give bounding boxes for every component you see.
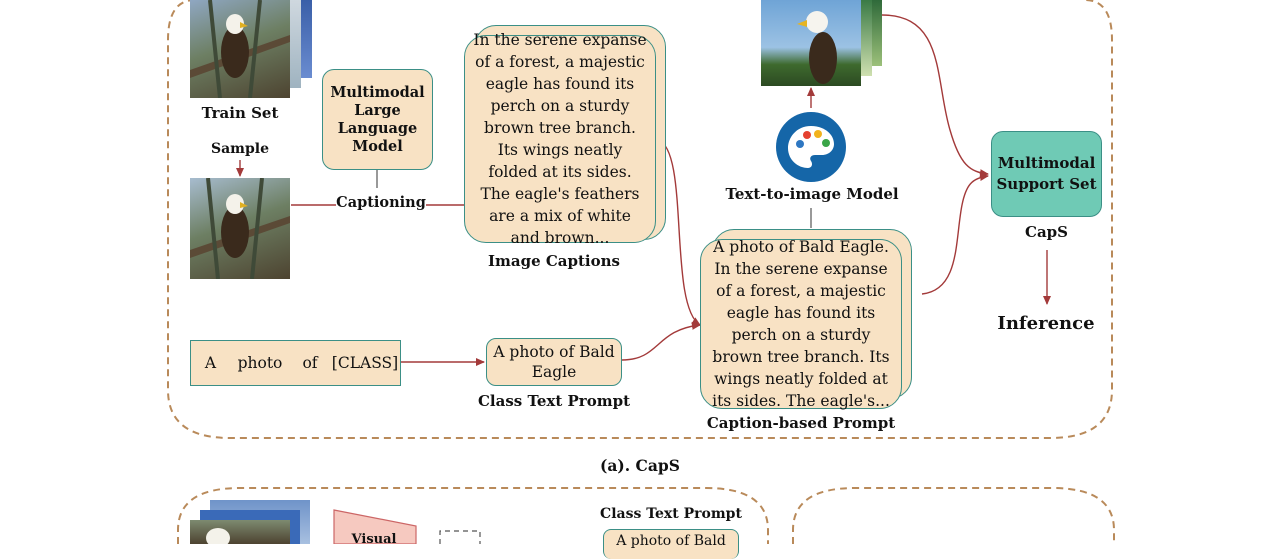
diagram-connectors xyxy=(167,0,1115,544)
train-set-label: Train Set xyxy=(201,104,279,122)
image-caption-text: In the serene expanse of a forest, a maj… xyxy=(473,31,647,247)
caps-label: CapS xyxy=(1025,223,1068,241)
template-token-of: of xyxy=(290,340,331,386)
caption-prompt-text: A photo of Bald Eagle. In the serene exp… xyxy=(712,238,890,410)
class-prompt-text: A photo of Bald Eagle xyxy=(493,343,615,381)
panel-a-frame xyxy=(167,0,1113,439)
panel-c-frame xyxy=(792,487,1115,544)
image-captions-label: Image Captions xyxy=(488,252,620,270)
captioning-label: Captioning xyxy=(336,194,426,211)
template-token-text: A xyxy=(204,354,217,372)
class-to-prompt-arrow xyxy=(621,321,701,361)
template-token-photo: photo xyxy=(230,340,291,386)
template-token-class: [CLASS] xyxy=(330,340,401,386)
mllm-box: Multimodal Large Language Model xyxy=(322,69,433,170)
support-set-label: Multimodal Support Set xyxy=(996,154,1097,193)
generated-image xyxy=(761,0,861,86)
bottom-image xyxy=(190,520,290,544)
bottom-class-prompt-label: Class Text Prompt xyxy=(600,506,742,522)
bottom-class-prompt-text: A photo of Bald xyxy=(616,533,726,549)
eagle-photo-icon xyxy=(190,0,290,98)
prompt-to-support-arrow xyxy=(921,173,989,295)
eagle-photo-icon xyxy=(206,528,230,544)
sample-image xyxy=(190,178,290,279)
template-token-text: photo xyxy=(237,354,283,372)
caption-prompt-label: Caption-based Prompt xyxy=(706,414,896,432)
caption-to-prompt-arrow xyxy=(657,139,701,326)
bottom-class-prompt-box: A photo of Bald xyxy=(603,529,739,559)
palette-icon xyxy=(776,112,846,182)
visual-label: Visual xyxy=(351,532,397,547)
template-token-text: [CLASS] xyxy=(331,354,399,372)
train-set-image xyxy=(190,0,290,98)
inference-label: Inference xyxy=(997,313,1095,334)
eagle-photo-icon xyxy=(190,178,290,279)
visual-encoder-shape xyxy=(333,509,417,544)
image-to-support-arrow xyxy=(881,14,989,178)
class-prompt-box: A photo of Bald Eagle xyxy=(486,338,622,386)
class-prompt-label: Class Text Prompt xyxy=(477,392,631,410)
mllm-label: Multimodal Large Language Model xyxy=(330,83,425,155)
template-token-a: A xyxy=(190,340,231,386)
image-caption-card: In the serene expanse of a forest, a maj… xyxy=(464,31,656,247)
eagle-photo-icon xyxy=(797,11,837,84)
sample-label: Sample xyxy=(210,141,269,157)
panel-b-frame xyxy=(177,487,769,544)
bottom-dashed-box xyxy=(439,530,481,544)
t2i-label: Text-to-image Model xyxy=(725,185,899,203)
caption-prompt-card: A photo of Bald Eagle. In the serene exp… xyxy=(700,238,902,410)
panel-a-caption: (a). CapS xyxy=(600,456,680,475)
support-set-box: Multimodal Support Set xyxy=(991,131,1102,217)
template-token-text: of xyxy=(302,354,318,372)
